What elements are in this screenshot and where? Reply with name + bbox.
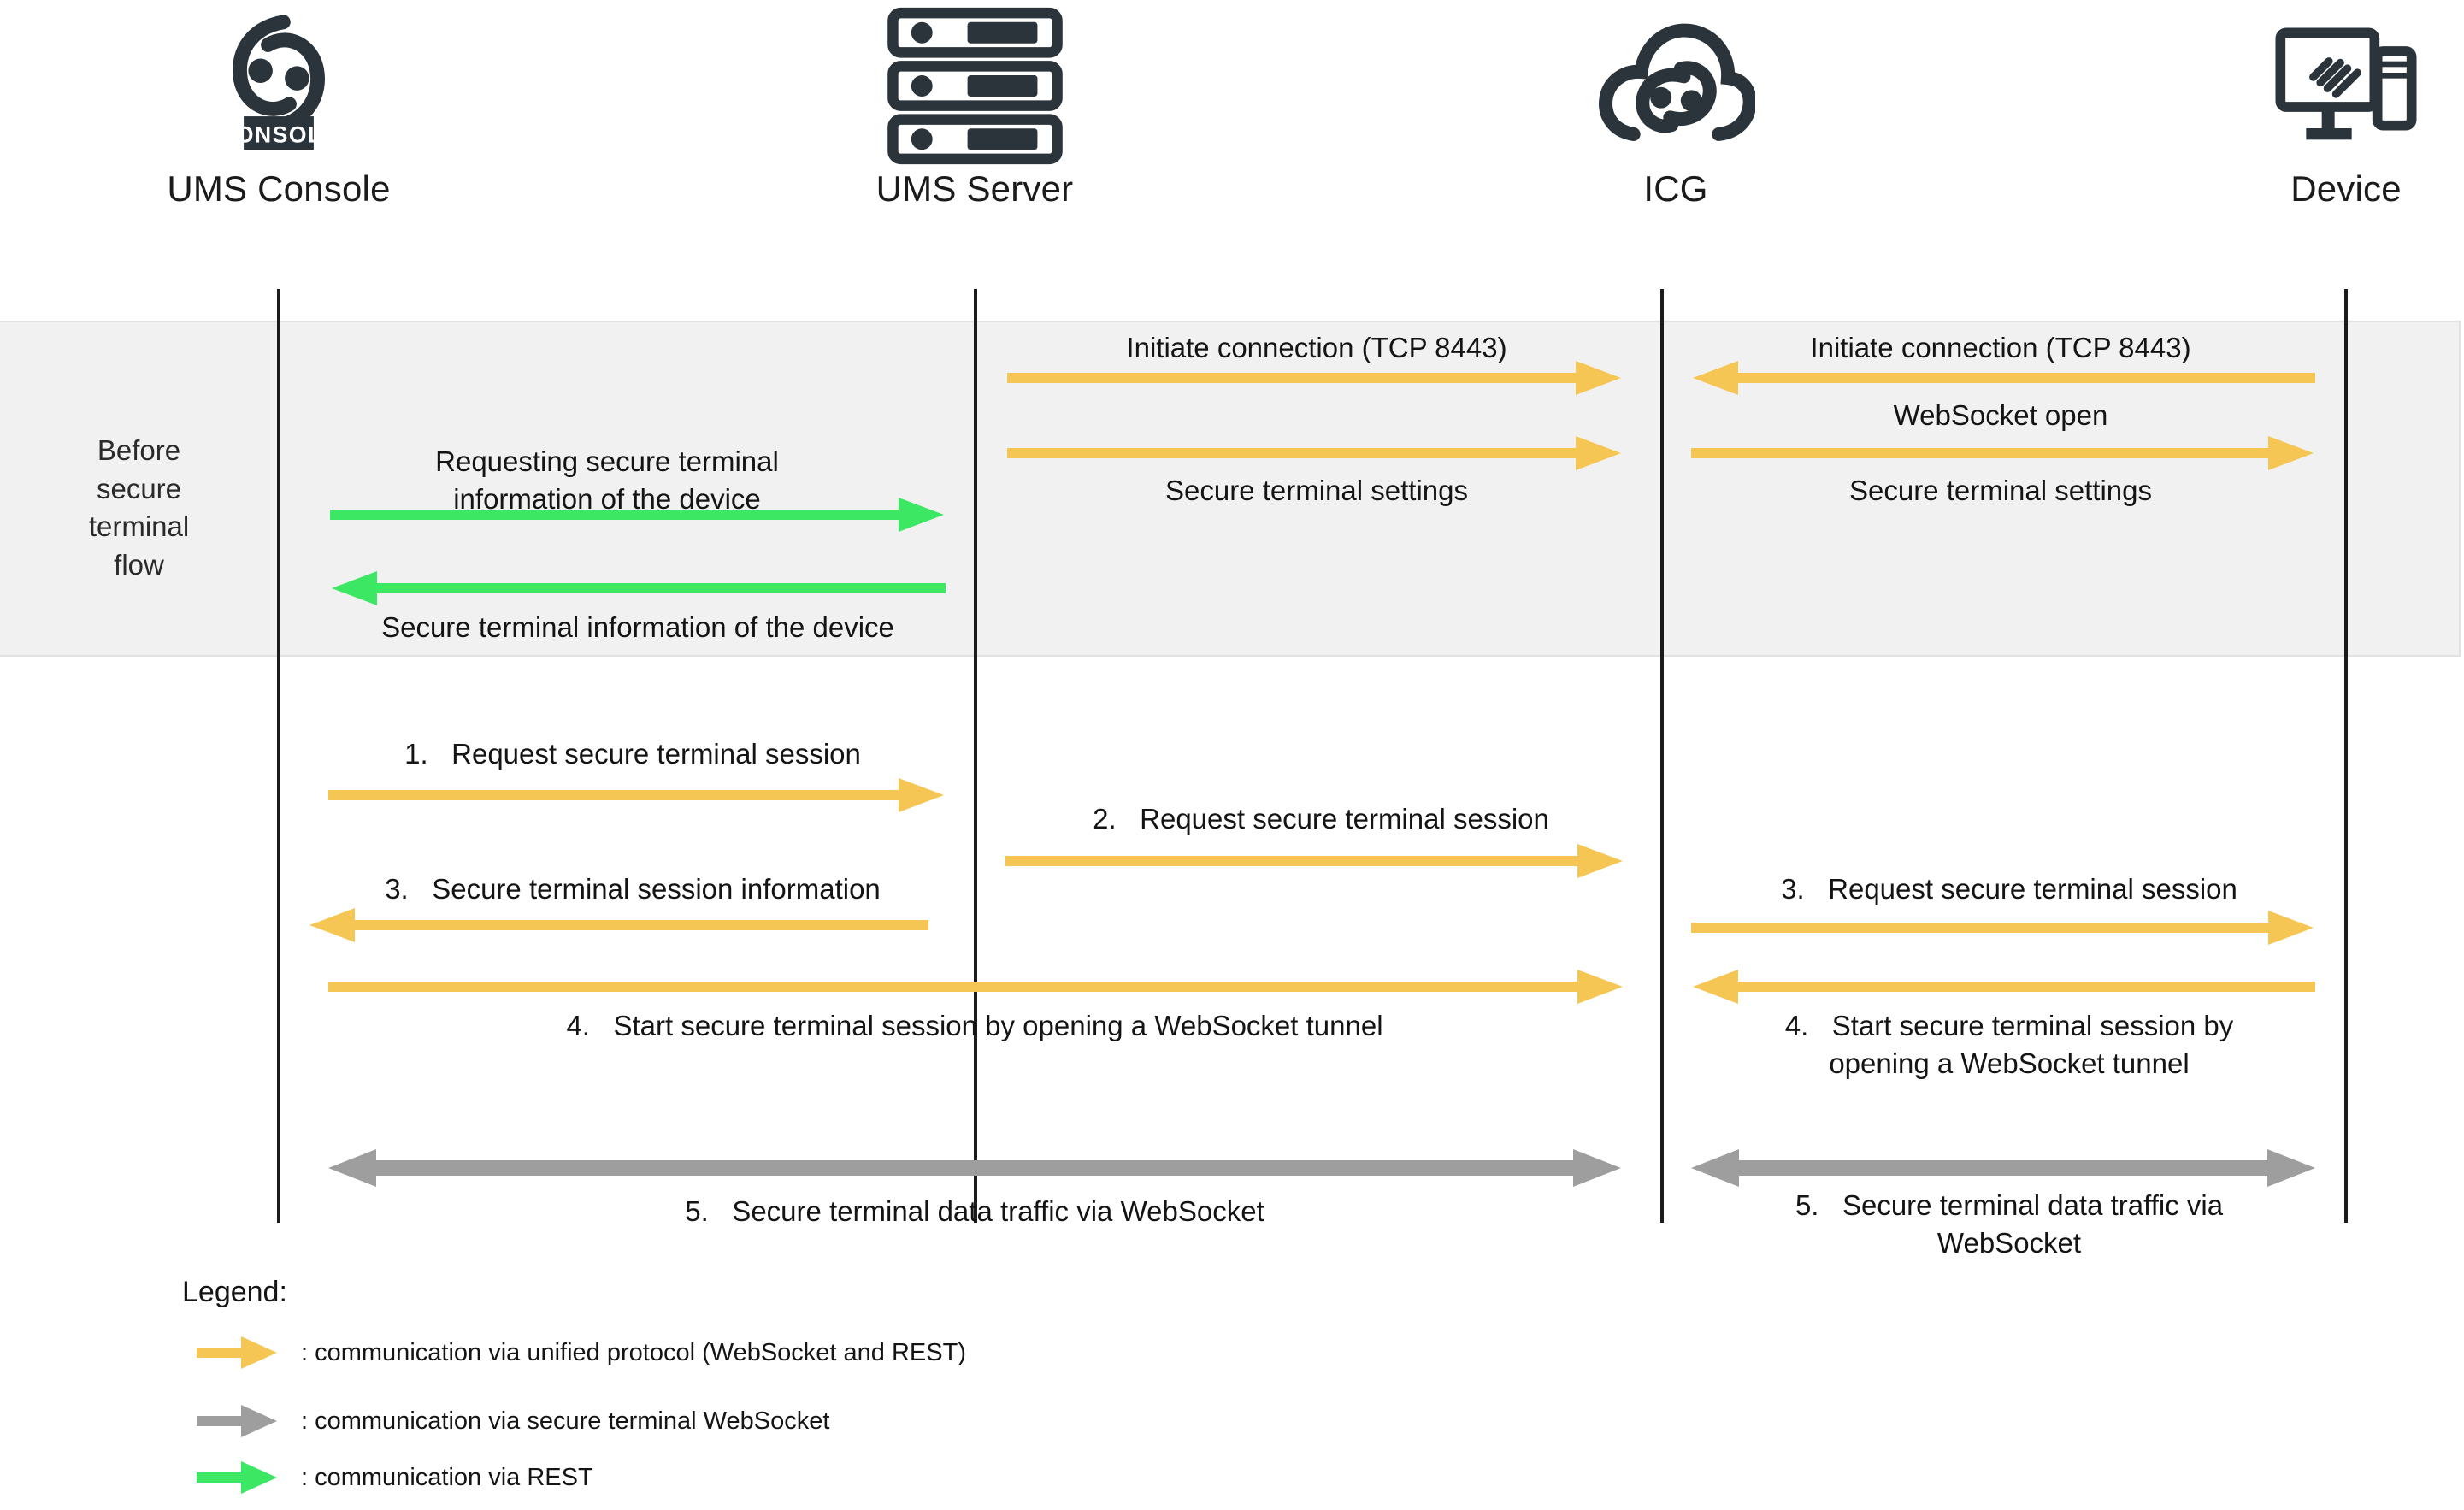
arrow-step4-start-secure-terminal-session-tunnel — [328, 968, 1624, 1006]
message-label-before-1: Secure terminal information of the devic… — [381, 611, 894, 643]
message-label-before-6: Secure terminal settings — [1849, 475, 2152, 506]
arrow-step1-request-secure-terminal-session — [328, 776, 946, 814]
server-rack-icon — [795, 0, 1154, 171]
message-label-before-0: Requesting secure terminal information o… — [435, 445, 779, 515]
arrow-secure-terminal-information-of-device — [330, 569, 946, 607]
message-label-flow-4: 4. Start secure terminal session by open… — [566, 1010, 1383, 1041]
lifeline-device — [2344, 289, 2348, 1223]
message-label-flow-3: 3. Request secure terminal session — [1781, 873, 2237, 905]
message-label-flow-1: 2. Request secure terminal session — [1093, 803, 1549, 835]
legend-arrow-unified-protocol-icon — [197, 1336, 279, 1370]
message-label-flow-5: 4. Start secure terminal session by open… — [1784, 1010, 2234, 1079]
legend-item-unified-protocol: : communication via unified protocol (We… — [197, 1336, 966, 1370]
legend-label: : communication via unified protocol (We… — [301, 1338, 966, 1366]
actor-device: Device — [2166, 0, 2464, 207]
legend-arrow-rest-icon — [197, 1460, 279, 1495]
message-label-before-5: WebSocket open — [1893, 399, 2108, 431]
message-label-before-3: Secure terminal settings — [1165, 475, 1468, 506]
message-label-flow-6: 5. Secure terminal data traffic via WebS… — [685, 1195, 1264, 1227]
cloud-gateway-icon — [1496, 0, 1855, 171]
arrow-step4-start-secure-terminal-session-tunnel-device — [1691, 968, 2315, 1006]
actor-label: Device — [2290, 168, 2402, 209]
arrow-websocket-open — [1691, 434, 2315, 472]
arrow-step5-secure-terminal-data-traffic — [328, 1146, 1621, 1190]
svg-text:CONSOLE: CONSOLE — [218, 121, 339, 147]
actor-label: UMS Server — [875, 168, 1074, 209]
actor-label: ICG — [1643, 168, 1708, 209]
actor-ums-server: UMS Server — [795, 0, 1154, 207]
arrow-step5-secure-terminal-data-traffic-device — [1691, 1146, 2315, 1190]
arrow-step2-request-secure-terminal-session — [1005, 842, 1624, 880]
ums-console-logo-icon: CONSOLE — [99, 0, 458, 171]
arrow-step3-secure-terminal-session-information — [308, 906, 928, 944]
lifeline-ums-server — [974, 289, 977, 1223]
message-label-flow-0: 1. Request secure terminal session — [404, 738, 861, 770]
lifeline-icg — [1660, 289, 1664, 1223]
message-label-flow-2: 3. Secure terminal session information — [385, 873, 881, 905]
actor-label: UMS Console — [167, 168, 391, 209]
legend-label: : communication via REST — [301, 1463, 593, 1491]
message-label-flow-7: 5. Secure terminal data traffic via WebS… — [1795, 1189, 2224, 1259]
arrow-secure-terminal-settings-server-icg — [1007, 434, 1623, 472]
message-label-before-2: Initiate connection (TCP 8443) — [1126, 332, 1507, 363]
actor-ums-console: CONSOLE UMS Console — [99, 0, 458, 207]
band-label: Before secure terminal flow — [88, 434, 190, 581]
legend-title: Legend: — [182, 1276, 287, 1308]
legend-item-secure-terminal-websocket: : communication via secure terminal WebS… — [197, 1404, 829, 1438]
lifeline-ums-console — [277, 289, 280, 1223]
legend-label: : communication via secure terminal WebS… — [301, 1407, 830, 1435]
arrow-initiate-connection-server-icg — [1007, 359, 1623, 397]
arrow-step3-request-secure-terminal-session-device — [1691, 909, 2315, 947]
message-label-before-4: Initiate connection (TCP 8443) — [1810, 332, 2191, 363]
desktop-computer-icon — [2166, 0, 2464, 171]
actor-icg: ICG — [1496, 0, 1855, 207]
arrow-initiate-connection-device-icg — [1691, 359, 2315, 397]
arrow-requesting-secure-terminal-information — [330, 496, 946, 534]
legend-item-rest: : communication via REST — [197, 1460, 593, 1495]
legend-arrow-secure-terminal-websocket-icon — [197, 1404, 279, 1438]
